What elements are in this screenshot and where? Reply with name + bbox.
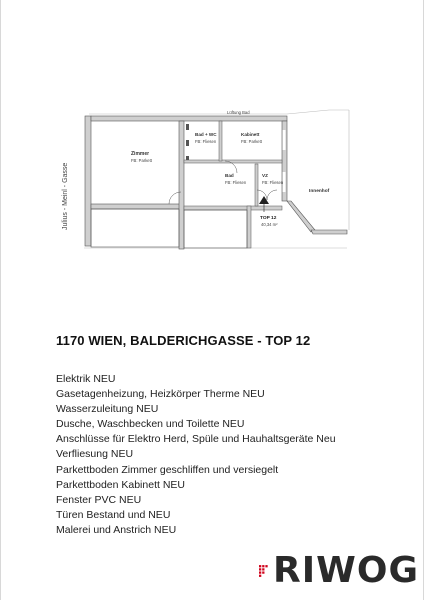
room-zimmer-name: Zimmer	[131, 151, 149, 157]
room-kabinett-name: Kabinett	[241, 132, 260, 137]
feature-item: Malerei und Anstrich NEU	[56, 523, 177, 536]
innenhof-label: Innenhof	[309, 188, 330, 194]
room-bad-name: Bad	[225, 173, 234, 178]
feature-item: Elektrik NEU	[56, 373, 116, 385]
floor-plan-drawing: Julius - Meinl - Gasse Lüftung Bad Zimme…	[62, 109, 350, 250]
street-label: Julius - Meinl - Gasse	[62, 163, 69, 230]
listing-title: 1170 WIEN, BALDERICHGASSE - TOP 12	[56, 333, 311, 348]
unit-area: 40,34 m²	[261, 222, 278, 227]
feature-item: Fenster PVC NEU	[56, 493, 142, 506]
feature-item: Parkettboden Kabinett NEU	[56, 478, 185, 491]
luftung-label: Lüftung Bad	[227, 110, 250, 115]
room-badwc-floor: FB: Fliesen	[195, 139, 217, 144]
room-bad-floor: FB: Fliesen	[225, 180, 247, 185]
feature-item: Gasetagenheizung, Heizkörper Therme NEU	[56, 388, 265, 401]
entry-marker-icon	[259, 196, 269, 204]
feature-item: Parkettboden Zimmer geschliffen und vers…	[56, 463, 279, 476]
feature-item: Anschlüsse für Elektro Herd, Spüle und H…	[56, 433, 336, 446]
room-badwc-name: Bad + WC	[195, 132, 217, 137]
room-vz-floor: FB: Fliesen	[262, 180, 284, 185]
riwog-logo: RIWOG	[259, 550, 419, 592]
room-vz-name: VZ	[262, 173, 268, 178]
logo-wordmark: RIWOG	[273, 550, 419, 591]
feature-item: Verfliesung NEU	[56, 448, 134, 461]
room-zimmer-floor: FB: Parkett	[131, 158, 153, 163]
logo-mark-icon	[259, 565, 268, 577]
feature-item: Wasserzuleitung NEU	[56, 403, 159, 416]
unit-label: TOP 12	[260, 215, 277, 221]
feature-item: Türen Bestand und NEU	[56, 508, 171, 521]
feature-item: Dusche, Waschbecken und Toilette NEU	[56, 418, 245, 431]
room-kabinett-floor: FB: Parkett	[241, 139, 263, 144]
floor-plan: Julius - Meinl - Gasse Lüftung Bad Zimme…	[29, 80, 359, 265]
feature-list: Elektrik NEU Gasetagenheizung, Heizkörpe…	[56, 372, 336, 538]
